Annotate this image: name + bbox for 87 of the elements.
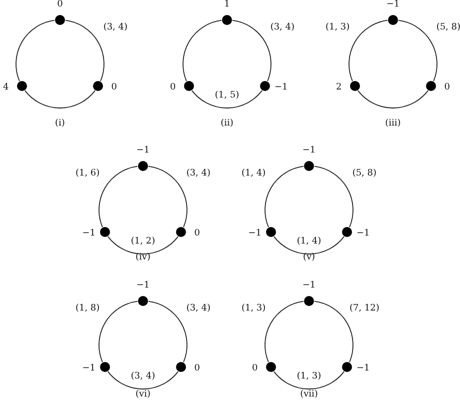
vertex-dot: [100, 362, 110, 372]
vertex-dot: [350, 81, 360, 91]
vertex-weight: 0: [111, 82, 117, 94]
edge-label: (1, 4): [296, 236, 322, 248]
vertex-weight: −1: [248, 228, 262, 240]
circle-arc: [148, 166, 188, 228]
circle-arc: [273, 236, 345, 254]
vertex-dot: [304, 161, 314, 171]
circle-arc: [107, 236, 179, 254]
vertex-weight: −1: [82, 364, 96, 374]
circle-arc: [314, 300, 354, 363]
edge-label: (3, 4): [103, 22, 128, 34]
edge-label: (1, 3): [325, 22, 350, 34]
edge-label: (3, 4): [130, 372, 156, 382]
vertex-weight: 4: [3, 82, 9, 94]
vertex-weight: −1: [136, 146, 150, 156]
circle-arc: [232, 20, 272, 82]
figure-caption: (ii): [220, 118, 234, 130]
vertex-dot: [55, 15, 65, 25]
edge-label: (1, 3): [241, 304, 266, 314]
edge-label: (3, 4): [186, 304, 211, 314]
vertex-weight: −1: [274, 82, 288, 94]
edge-label: (1, 8): [75, 304, 100, 314]
vertex-dot: [176, 227, 186, 237]
edge-label: (1, 3): [296, 372, 322, 382]
edge-label: (1, 4): [241, 168, 266, 180]
edge-label: (1, 6): [75, 168, 100, 180]
vertex-dot: [342, 227, 352, 237]
figure-caption: (v): [302, 252, 316, 264]
vertex-dot: [304, 296, 314, 306]
vertex-weight: −1: [356, 364, 370, 374]
circle-arc: [357, 90, 429, 108]
edge-label: (1, 5): [214, 90, 240, 102]
vertex-weight: −1: [82, 228, 96, 240]
vertex-dot: [342, 362, 352, 372]
vertex-weight: 0: [194, 364, 200, 374]
circle-arc: [182, 20, 222, 82]
edge-label: (5, 8): [436, 22, 460, 34]
circle-arc: [16, 20, 55, 82]
vertex-dot: [16, 81, 27, 91]
edge-label: (1, 2): [130, 236, 156, 248]
circle-arc: [264, 300, 304, 363]
edge-label: (5, 8): [352, 168, 377, 180]
circle-arc: [65, 20, 104, 82]
vertex-dot: [260, 81, 270, 91]
vertex-weight: −1: [356, 228, 370, 240]
vertex-dot: [184, 81, 194, 91]
vertex-dot: [266, 362, 276, 372]
vertex-weight: 0: [170, 82, 176, 94]
vertex-weight: −1: [386, 0, 400, 10]
circle-arc: [24, 90, 96, 108]
figure-caption: (vi): [136, 390, 150, 400]
vertex-weight: −1: [136, 280, 150, 292]
vertex-dot: [266, 227, 276, 237]
circle-arc: [98, 300, 138, 363]
vertex-dot: [176, 362, 186, 372]
circle-arc: [273, 371, 345, 390]
edge-label: (7, 12): [349, 304, 380, 314]
circle-arc: [98, 166, 138, 228]
circle-arc: [398, 20, 438, 82]
vertex-weight: −1: [302, 146, 316, 156]
vertex-weight: 2: [336, 82, 342, 94]
vertex-weight: −1: [302, 280, 316, 292]
circle-arc: [191, 90, 263, 108]
circle-arc: [107, 371, 179, 390]
vertex-weight: 1: [224, 0, 230, 10]
vertex-weight: 0: [252, 364, 258, 374]
vertex-dot: [138, 161, 148, 171]
figure-caption: (iii): [385, 118, 401, 130]
figure-caption: (iv): [136, 252, 150, 264]
vertex-dot: [426, 81, 436, 91]
vertex-weight: 0: [194, 228, 200, 240]
circle-arc: [148, 300, 188, 363]
vertex-weight: 0: [444, 82, 450, 94]
vertex-dot: [138, 296, 148, 306]
vertex-dot: [222, 15, 232, 25]
circle-arc: [264, 166, 304, 228]
vertex-dot: [388, 15, 398, 25]
vertex-weight: 0: [57, 0, 63, 10]
edge-label: (3, 4): [270, 22, 295, 34]
figure-caption: (vii): [300, 390, 318, 400]
figure-caption: (i): [55, 118, 65, 130]
edge-label: (3, 4): [186, 168, 211, 180]
circle-arc: [314, 166, 354, 228]
circle-arc: [348, 20, 388, 82]
vertex-dot: [100, 227, 110, 237]
vertex-dot: [93, 81, 104, 91]
